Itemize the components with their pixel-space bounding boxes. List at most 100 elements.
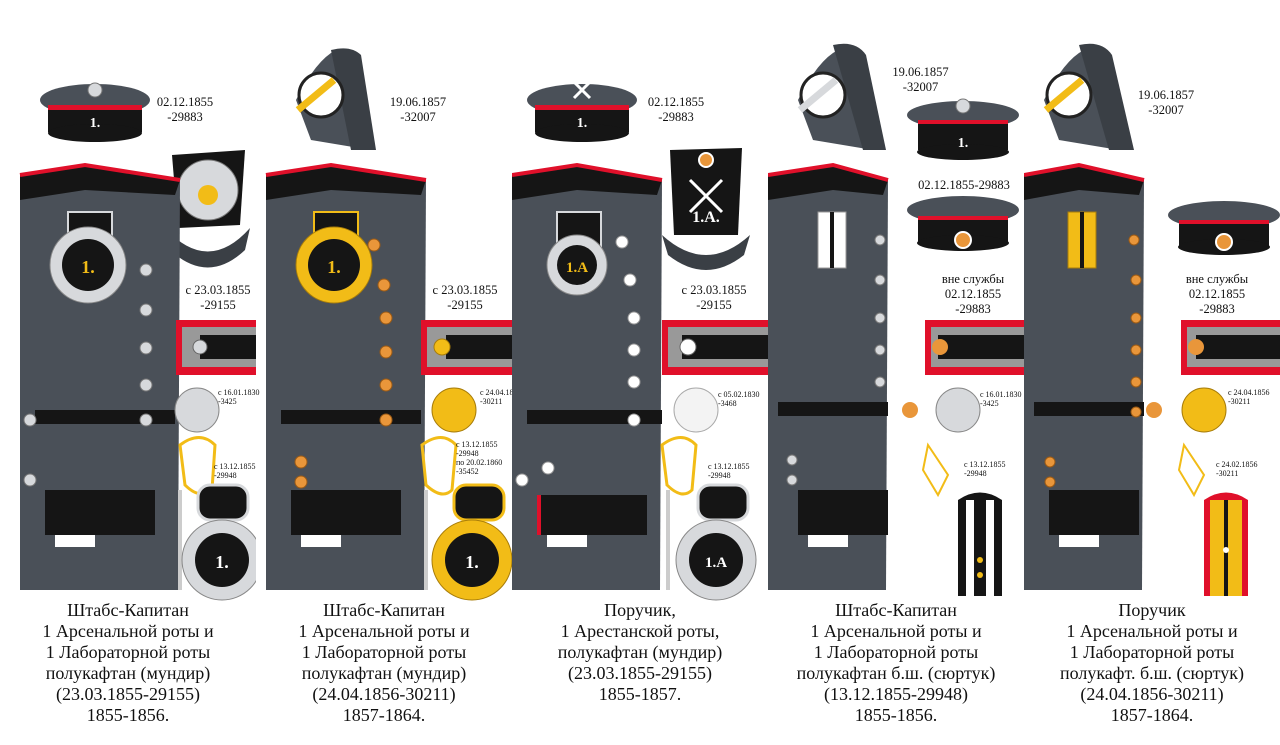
peaked-cap: 1. [907,98,1019,160]
uniform-illustration-4: 1. [768,43,1024,596]
caption: Поручик 1 Арсенальной роты и 1 Лаборатор… [1024,600,1280,726]
epaulette-number: 1.А [705,555,727,571]
uniform-figure-1: 1. 1. [0,0,260,745]
caption: Штабс-Капитан 1 Арсенальной роты и 1 Лаб… [0,600,256,726]
anchor-button [935,387,981,433]
caption: Поручик, 1 Арестанской роты, полукафтан … [512,600,768,705]
caption-line: (24.04.1856-30211) [312,684,456,704]
button-date-label: с 24.04.1856 -30211 [1228,388,1270,406]
button-date-label: с 16.01.1830 -3425 [218,388,260,406]
cap-number: 1. [958,136,969,151]
epaulette-date-label: с 23.03.1855 -29155 [681,283,747,312]
coat [1024,162,1145,590]
cap-number: 1. [90,116,101,131]
sword-date-label: с 13.12.1855 -29948 [214,462,256,480]
officer-strap [1204,492,1248,596]
caption-line: 1857-1864. [342,705,426,725]
button-date-label: с 05.02.1830 -3468 [718,390,760,408]
caption: Штабс-Капитан 1 Арсенальной роты и 1 Лаб… [256,600,512,726]
uniform-figure-4: 1. [768,0,1024,745]
coat: 1. [265,162,427,590]
coat: 1. [19,162,181,590]
caption-line: 1 Лабораторной роты [301,642,467,662]
epaulette: 1. [181,483,256,601]
shoulder-strap [925,320,1024,375]
shoulder-strap [662,320,768,375]
coat: 1.А [512,162,663,590]
button-date-label: с 16.01.1830 -3425 [980,390,1022,408]
anchor-button [174,387,220,433]
caption-line: (23.03.1855-29155) [568,663,712,683]
bicorne-hat [797,43,886,150]
caption-line: 1 Лабораторной роты [45,642,211,662]
offduty-cap [907,196,1019,251]
sword-date-label: с 24.02.1856 -30211 [1216,460,1258,478]
shoulder-strap [421,320,512,375]
bicorne-hat [295,48,376,151]
caption-line: 1 Арсенальной роты и [810,621,982,641]
insignia-number: 1. [81,257,95,277]
caption-line: 1855-1856. [854,705,938,725]
caption-line: Штабс-Капитан [67,600,189,620]
sword-date-label: с 13.12.1855 -29948 по 20.02.1860 -35452 [456,440,503,476]
cap-date-label: 19.06.1857 -32007 [389,95,447,124]
caption-line: 1 Арсенальной роты и [42,621,214,641]
caption-line: полукафтан (мундир) [557,642,723,662]
cap-number: 1. [577,116,588,131]
caption-line: 1855-1856. [86,705,170,725]
shoulder-strap [1181,320,1280,375]
peaked-cap: 1. [40,82,150,142]
caption-line: полукафтан (мундир) [45,663,211,683]
cap-date-label: 02.12.1855 -29883 [156,95,214,124]
sword-hilt [1177,442,1206,498]
epaulette-date-label: с 23.03.1855 -29155 [432,283,498,312]
caption-line: Штабс-Капитан [323,600,445,620]
caption-line: 1 Арестанской роты, [560,621,720,641]
epaulette: 1. [431,483,512,601]
caption-line: Штабс-Капитан [835,600,957,620]
uniform-figure-5: 19.06.1857 -32007 вне службы 02.12.1855 … [1024,0,1280,745]
shoulder-strap [176,320,256,375]
caption: Штабс-Капитан 1 Арсенальной роты и 1 Лаб… [768,600,1024,726]
caption-line: 1 Лабораторной роты [813,642,979,662]
brass-button [1146,402,1162,418]
epaulette-date-label: с 23.03.1855 -29155 [185,283,251,312]
caption-line: 1 Арсенальной роты и [298,621,470,641]
caption-line: Поручик, [604,600,676,620]
coat [768,162,889,590]
caption-line: Поручик [1118,600,1186,620]
caption-line: 1 Арсенальной роты и [1066,621,1238,641]
epaulette: 1.А [675,483,757,601]
plain-button [673,387,719,433]
sword-date-label: с 13.12.1855 -29948 [964,460,1006,478]
caption-line: (24.04.1856-30211) [1080,684,1224,704]
button-date-label: с 24.04.1856 -30211 [480,388,522,406]
uniform-illustration-1: 1. 1. [19,82,256,601]
uniform-illustration-2: 1. 1. [265,48,512,601]
epaulette-number: 1. [465,552,479,572]
caption-line: 1857-1864. [1110,705,1194,725]
sword-hilt [420,436,458,496]
shako-helmet [165,150,250,268]
caption-line: (13.12.1855-29948) [824,684,968,704]
caption-line: полукафт. б.ш. (сюртук) [1059,663,1245,683]
offduty-date-label: вне службы 02.12.1855 -29883 [941,272,1005,316]
uniform-illustration-3: 1. 1.А. 1.А [512,80,768,601]
offduty-date-label: вне службы 02.12.1855 -29883 [1185,272,1249,316]
offduty-cap [1168,201,1280,255]
caption-line: (23.03.1855-29155) [56,684,200,704]
brass-button [902,402,918,418]
insignia-number: 1. [327,257,341,277]
cap-date-label: 19.06.1857 -32007 [1137,88,1195,117]
cap-date-label: 02.12.1855 -29883 [647,95,705,124]
peaked-cap: 1. [527,80,637,142]
uniform-illustration-5 [1024,43,1280,596]
caption-line: 1855-1857. [598,684,682,704]
shako-number: 1.А. [692,209,720,226]
sword-hilt [921,442,950,498]
sword-date-label: с 13.12.1855 -29948 [708,462,750,480]
uniform-figure-2: 1. 1. 19.06.1857 -32007 с 23.03.1855 -29… [256,0,522,745]
caption-line: 1 Лабораторной роты [1069,642,1235,662]
bicorne-hat [1043,43,1134,150]
uniform-figure-3: 1. 1.А. 1.А [512,0,768,745]
